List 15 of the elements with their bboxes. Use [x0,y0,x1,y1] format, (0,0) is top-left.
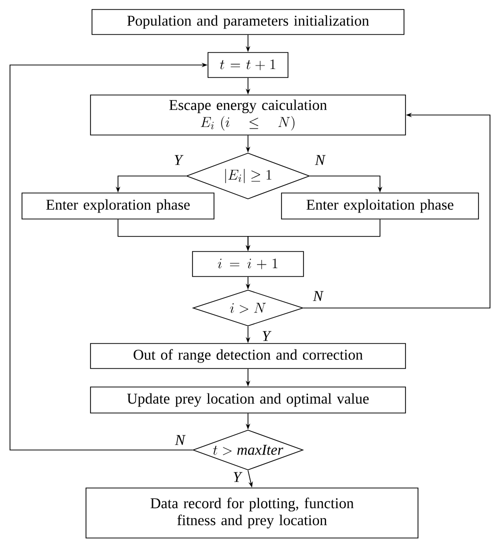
process-box: $i = i + 1$ [192,251,304,277]
edge-label: N [312,290,324,302]
process-box: $t = t + 1$ [208,52,288,78]
edge-label: N [314,154,326,166]
process-box: Out of range detection and correction [90,343,406,369]
process-box: Escape energy caiculation $E_i\ (i \le N)$ [90,94,406,136]
process-box: Update prey location and optimal value [90,386,406,414]
process-box: Enter exploitation phase [281,192,479,220]
edge-label: Y [172,154,184,166]
process-box: Population and parameters initialization [92,9,404,35]
edge-label: Y [260,330,272,342]
process-box: Data record for plotting, function fitness and prey location [86,488,418,538]
edge-label: N [174,434,186,446]
process-box: Enter exploration phase [22,192,214,220]
edge-label: Y [232,471,242,483]
